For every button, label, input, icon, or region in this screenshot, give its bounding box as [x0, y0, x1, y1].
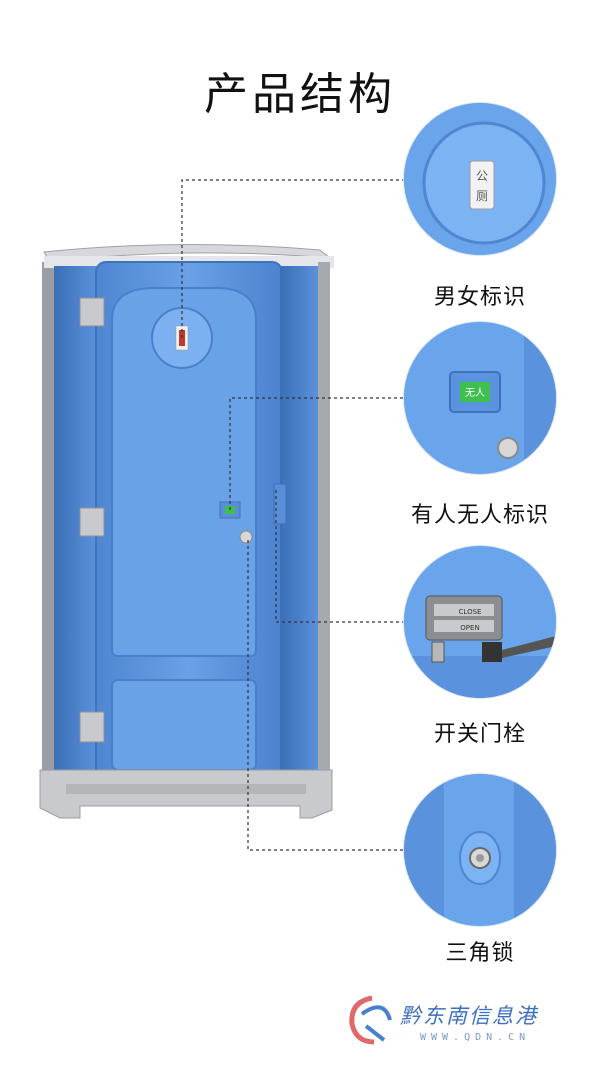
detail-circle-door-latch: CLOSE OPEN: [404, 546, 556, 698]
gender-sign-text-top: 公: [476, 169, 488, 183]
door-latch-detail: CLOSE OPEN: [404, 546, 556, 698]
feature-label-triangle-lock: 三角锁: [445, 941, 515, 966]
occupancy-sign-detail: 无人: [404, 322, 556, 474]
gender-sign-detail: 公 厕: [404, 103, 556, 255]
gender-sign-text-bottom: 厕: [476, 189, 488, 203]
detail-circle-occupancy-sign: 无人: [404, 322, 556, 474]
feature-label-occupancy-sign: 有人无人标识: [410, 503, 549, 528]
detail-circle-triangle-lock: [404, 774, 556, 926]
triangle-lock-detail: [404, 774, 556, 926]
watermark-url: WWW.QDN.CN: [420, 1032, 531, 1043]
page-title: 产品结构: [204, 69, 396, 120]
latch-close-text: CLOSE: [459, 608, 482, 616]
latch-open-text: OPEN: [460, 624, 479, 632]
feature-label-door-latch: 开关门栓: [433, 722, 526, 747]
occupancy-sign-text: 无人: [465, 387, 485, 399]
detail-circle-gender-sign: 公 厕: [404, 103, 556, 255]
watermark-name: 黔东南信息港: [400, 1004, 538, 1028]
feature-label-gender-sign: 男女标识: [433, 285, 526, 310]
watermark-logo-icon: [349, 995, 392, 1045]
